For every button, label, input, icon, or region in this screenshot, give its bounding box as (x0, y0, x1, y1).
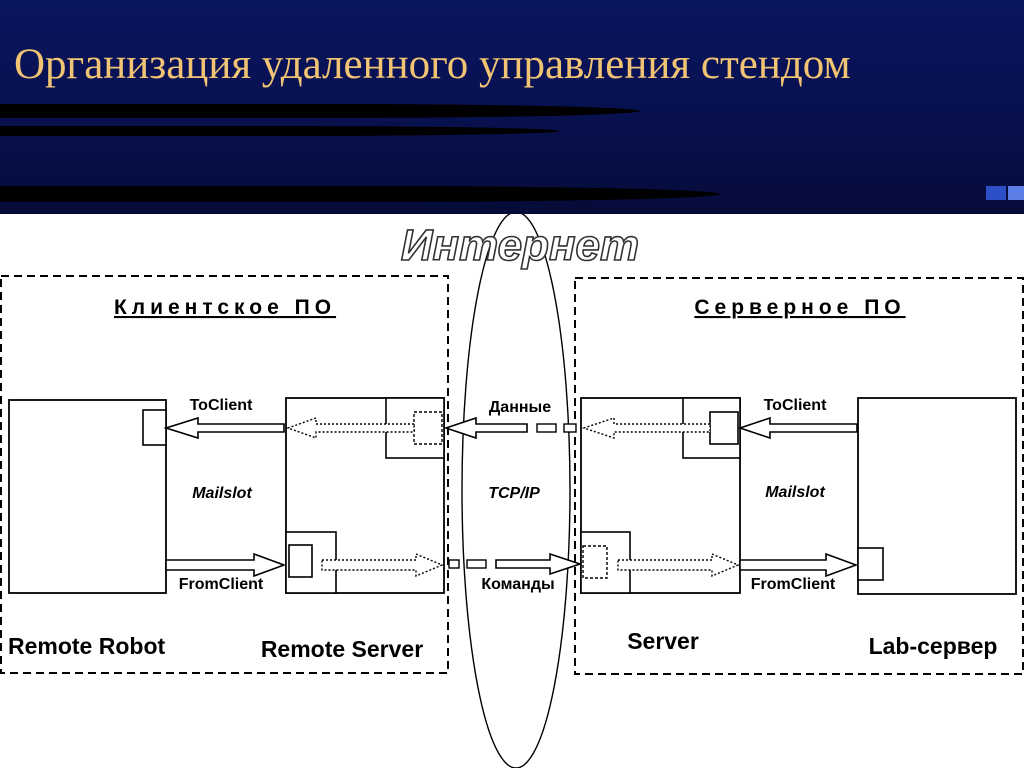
data-arrow (443, 416, 528, 440)
server-from-client-arrow (739, 552, 859, 578)
command-dash-segment (466, 559, 487, 569)
commands-label: Команды (481, 576, 554, 593)
client-software-group (0, 275, 449, 674)
remote-robot-label: Remote Robot (8, 633, 166, 659)
data-dash-segment (536, 423, 557, 433)
data-label: Данные (489, 399, 551, 416)
lab-server-port (857, 547, 884, 581)
protocol-label: TCP/IP (488, 485, 540, 502)
header-decor-block (1008, 186, 1024, 200)
lab-server-box (857, 397, 1017, 595)
server-in-port-inner (582, 545, 608, 579)
server-out-port-inner (709, 411, 739, 445)
from-client-label: FromClient (179, 576, 264, 593)
internet-ellipse (461, 214, 571, 768)
server-mailslot-label: Mailslot (765, 484, 825, 501)
server-group-label: Серверное ПО (694, 296, 905, 319)
from-client-arrow (165, 552, 287, 578)
server-to-client-label: ToClient (764, 397, 827, 414)
server-from-client-label: FromClient (751, 576, 836, 593)
client-group-label: Клиентское ПО (114, 296, 336, 319)
lab-server-label: Lab-сервер (869, 633, 998, 659)
server-software-group (574, 277, 1024, 675)
internet-label: Интернет (401, 221, 639, 270)
remote-server-out-port-inner (288, 544, 313, 578)
server-label: Server (627, 628, 699, 654)
data-dash-segment (563, 423, 577, 433)
server-internal-data-arrow (581, 417, 711, 439)
command-dash-segment (448, 559, 460, 569)
slide-header: Организация удаленного управления стендо… (0, 0, 1024, 214)
internal-command-arrow (321, 552, 444, 578)
internal-data-arrow (285, 417, 415, 439)
commands-arrow (495, 552, 583, 576)
architecture-diagram: Интернет Клиентское ПО Серверное ПО ToCl… (0, 214, 1024, 768)
server-to-client-arrow (737, 416, 858, 440)
to-client-label: ToClient (190, 397, 253, 414)
header-decor-streak (0, 186, 720, 202)
server-internal-command-arrow (617, 552, 740, 578)
slide-title: Организация удаленного управления стендо… (14, 41, 851, 88)
remote-server-label: Remote Server (261, 636, 423, 662)
header-decor-block (986, 186, 1006, 200)
to-client-arrow (163, 416, 285, 440)
header-decor-streak (0, 104, 640, 118)
client-mailslot-label: Mailslot (192, 485, 252, 502)
remote-robot-port (142, 409, 167, 446)
remote-robot-box (8, 399, 167, 594)
header-decor-streak (0, 126, 560, 136)
